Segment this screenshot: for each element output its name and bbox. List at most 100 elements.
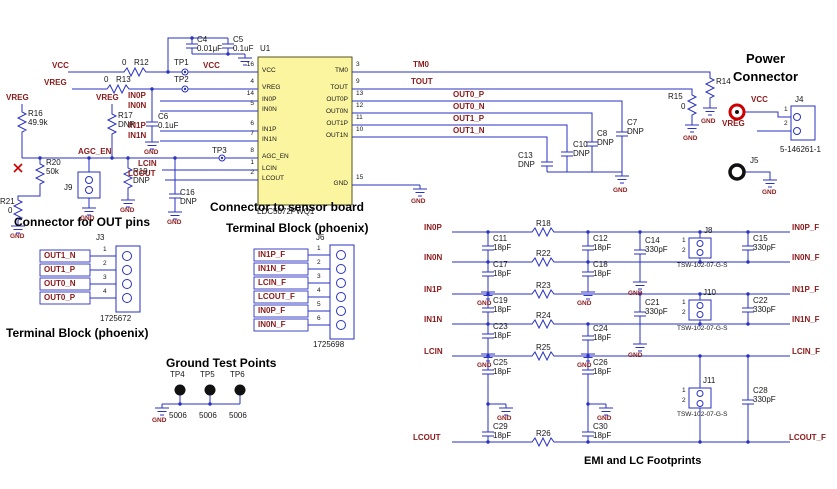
j3-refdes: J3 <box>96 233 105 242</box>
j6-pin-number-2: 2 <box>317 259 321 266</box>
val-c5: 0.1uF <box>233 44 254 53</box>
ic-pin-name-GND: GND <box>333 180 348 187</box>
val-r16: 49.9k <box>28 118 48 127</box>
ref-c15: C15 <box>753 234 768 243</box>
banana-jacks <box>728 103 746 181</box>
net-emi-in1p: IN1P <box>424 285 442 294</box>
resistor-r16 <box>17 109 27 135</box>
gnd-symbol <box>154 403 170 416</box>
ic-refdes: U1 <box>260 44 271 53</box>
net-emi-in0n-f: IN0N_F <box>792 253 820 262</box>
ground-test-point-pads <box>174 384 246 396</box>
ic-pin-num-2: 2 <box>250 169 254 176</box>
gnd-r19: GND <box>120 207 135 214</box>
gtp-name-TP6: TP6 <box>230 370 245 379</box>
j6-pin-number-4: 4 <box>317 287 321 294</box>
ic-pin-num-14: 14 <box>246 90 254 97</box>
ref-j10: J10 <box>703 288 716 297</box>
ref-r22: R22 <box>536 249 551 258</box>
ref-r26: R26 <box>536 429 551 438</box>
ic-pin-num-11: 11 <box>356 114 363 121</box>
val-c14: 330pF <box>645 245 668 254</box>
ic-pin-num-7: 7 <box>250 130 254 137</box>
ref-c4: C4 <box>197 35 208 44</box>
ref-c21: C21 <box>645 298 660 307</box>
net-emi-in1n-f: IN1N_F <box>792 315 820 324</box>
resistor-r15 <box>687 92 697 118</box>
resistor-r24 <box>529 319 557 329</box>
jumper-j10 <box>688 299 712 321</box>
net-emi-in0p-f: IN0P_F <box>792 223 820 232</box>
ref-r20: R20 <box>46 158 61 167</box>
ref-r13: R13 <box>116 75 131 84</box>
val-c21: 330pF <box>645 307 668 316</box>
val-c17: 18pF <box>493 269 512 278</box>
net-emi-lcin: LCIN <box>424 347 443 356</box>
vcc-decoupling-wires <box>167 37 245 72</box>
val-c30: 18pF <box>593 431 612 440</box>
ic-pin-name-VCC: VCC <box>262 67 276 74</box>
ic-pin-num-8: 8 <box>250 147 254 154</box>
gnd-emi-2: GND <box>577 300 592 307</box>
ic-pin-num-15: 15 <box>356 174 364 181</box>
gnd-r15: GND <box>683 135 698 142</box>
ref-c24: C24 <box>593 324 608 333</box>
pin-j11-2: 2 <box>682 397 686 404</box>
ref-c12: C12 <box>593 234 608 243</box>
ref-j5: J5 <box>750 156 759 165</box>
ic-pin-num-5: 5 <box>250 100 254 107</box>
net-out1p: OUT1_P <box>453 114 485 123</box>
ref-c18: C18 <box>593 260 608 269</box>
resistor-r17 <box>107 111 117 137</box>
gnd-symbol <box>632 339 648 352</box>
ref-c25: C25 <box>493 358 508 367</box>
net-in1p: IN1P <box>128 121 146 130</box>
part-j4: 5-146261-1 <box>780 145 821 154</box>
ref-c30: C30 <box>593 422 608 431</box>
power-wires <box>744 111 793 176</box>
input-wires <box>160 100 258 142</box>
ref-r15: R15 <box>668 92 683 101</box>
ic-pin-name-OUT0N: OUT0N <box>325 108 348 115</box>
j3-part-number: 1725672 <box>100 314 132 323</box>
val-c15: 330pF <box>753 243 776 252</box>
ref-j4: J4 <box>795 95 804 104</box>
gnd-jack-icon <box>728 163 746 181</box>
net-lcout: LCOUT <box>128 169 156 178</box>
title-terminal-block-1: Terminal Block (phoenix) <box>6 326 149 340</box>
val-r19: DNP <box>133 176 150 185</box>
jumper-j11 <box>688 387 712 409</box>
test-point-tp6 <box>234 384 246 396</box>
gnd-c16: GND <box>167 219 182 226</box>
j3-net-flag-OUT0_P: OUT0_P <box>44 293 76 302</box>
ref-c19: C19 <box>493 296 508 305</box>
j6-part-number: 1725698 <box>313 340 345 349</box>
ref-c7: C7 <box>627 118 638 127</box>
gnd-symbol <box>167 207 183 220</box>
gnd-pin15: GND <box>411 198 426 205</box>
j6-pin-number-6: 6 <box>317 315 321 322</box>
j6-net-flag-IN1P_F: IN1P_F <box>258 250 286 259</box>
pin-j11-1: 1 <box>682 387 686 394</box>
pin-j10-2: 2 <box>682 309 686 316</box>
resistor-r18 <box>529 227 557 237</box>
capacitor-c10 <box>560 145 574 163</box>
gnd-emi-5: GND <box>577 362 592 369</box>
net-out0n: OUT0_N <box>453 102 485 111</box>
ref-r14: R14 <box>716 77 731 86</box>
ic-pin-num-1: 1 <box>250 159 254 166</box>
gnd-emi-6: GND <box>628 352 643 359</box>
gnd-symbol <box>144 137 160 150</box>
j3-net-flag-OUT0_N: OUT0_N <box>44 279 76 288</box>
net-emi-lcout: LCOUT <box>413 433 441 442</box>
part-j8: TSW-102-07-G-S <box>677 262 728 269</box>
val-r20: 50k <box>46 167 59 176</box>
resistor-r25 <box>529 351 557 361</box>
ref-c26: C26 <box>593 358 608 367</box>
ref-r25: R25 <box>536 343 551 352</box>
val-c7: DNP <box>627 127 644 136</box>
gnd-r14: GND <box>701 118 716 125</box>
wires-and-symbols <box>10 37 816 447</box>
ic-pin-num-9: 9 <box>356 78 360 85</box>
gnd-c6: GND <box>144 149 159 156</box>
